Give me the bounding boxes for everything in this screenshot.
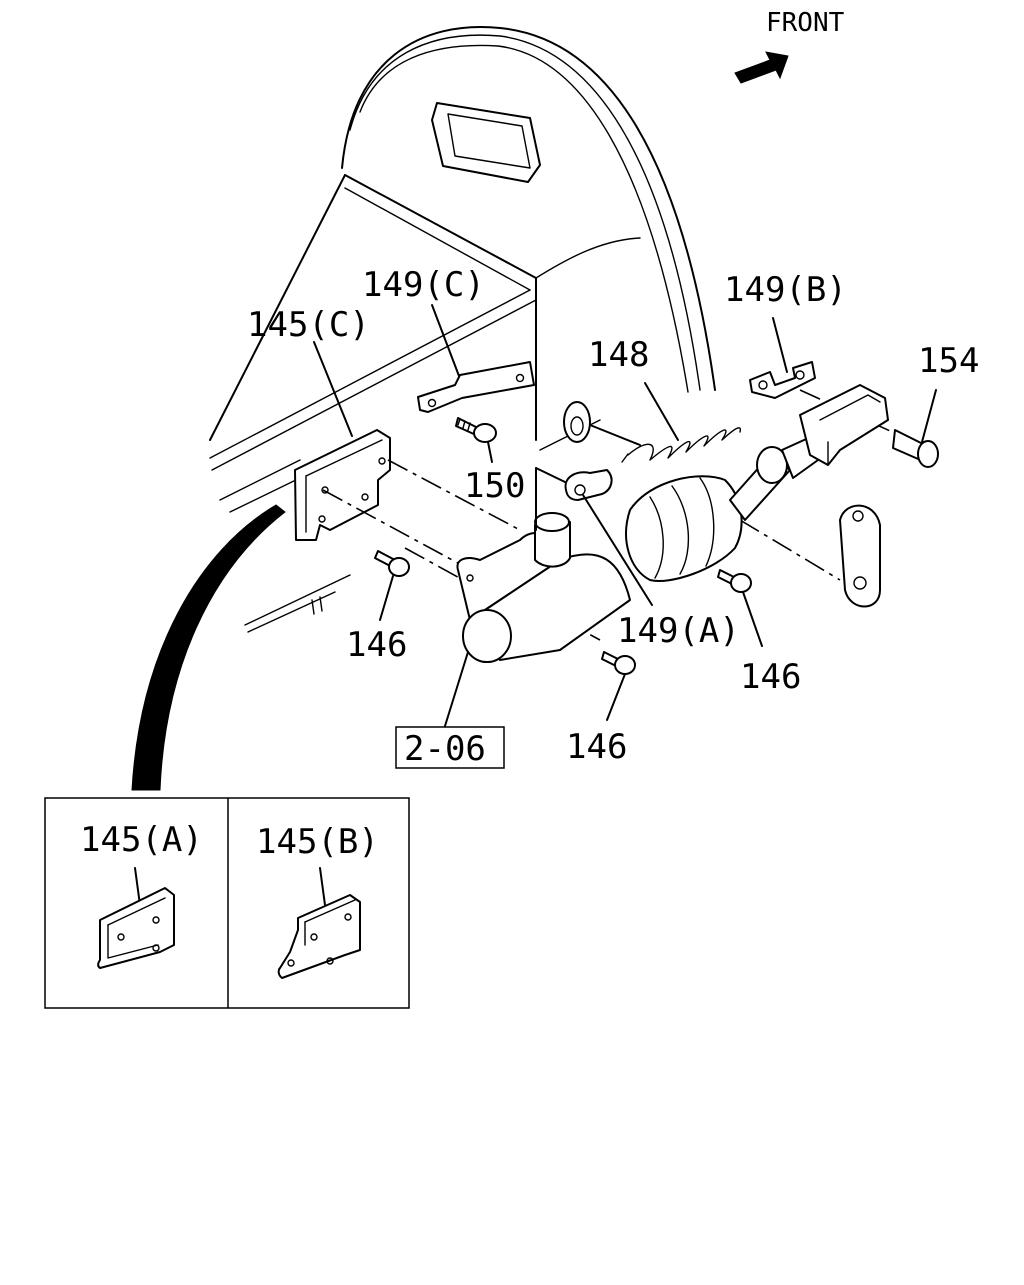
label-146-left: 146 — [346, 625, 407, 665]
bolt-150 — [455, 417, 497, 463]
bolt-146-bottom — [601, 651, 636, 721]
label-149b: 149(B) — [724, 270, 847, 310]
inset-label-145b: 145(B) — [256, 822, 379, 862]
label-148: 148 — [588, 335, 649, 375]
pedal-arm — [839, 504, 881, 608]
bolt-146-right — [717, 569, 763, 647]
bracket-145b — [277, 867, 361, 979]
label-206: 2-06 — [404, 729, 486, 769]
front-arrow-icon — [734, 51, 789, 84]
label-154: 154 — [918, 341, 979, 381]
return-spring-148 — [563, 382, 742, 463]
label-149a: 149(A) — [617, 611, 740, 651]
label-149c: 149(C) — [362, 265, 485, 305]
label-150: 150 — [464, 466, 525, 506]
front-direction-indicator: FRONT — [734, 8, 845, 84]
inset-pointer-icon — [131, 504, 286, 791]
bracket-145c — [294, 341, 391, 541]
bracket-149b — [749, 317, 816, 399]
inset-label-145a: 145(A) — [80, 820, 203, 860]
inset-panel: 145(A) 145(B) — [44, 797, 410, 1009]
front-label: FRONT — [766, 8, 845, 38]
label-146-right: 146 — [740, 657, 801, 697]
clevis-pin-154 — [892, 389, 939, 468]
bracket-149c — [417, 304, 535, 413]
gasket-149a — [564, 469, 653, 606]
bracket-145a — [97, 867, 175, 969]
label-145c: 145(C) — [247, 305, 370, 345]
bolt-146-left — [374, 550, 410, 621]
ref-box-206: 2-06 — [395, 726, 505, 769]
clutch-master-cylinder — [444, 384, 889, 727]
label-146-bottom: 146 — [566, 727, 627, 767]
